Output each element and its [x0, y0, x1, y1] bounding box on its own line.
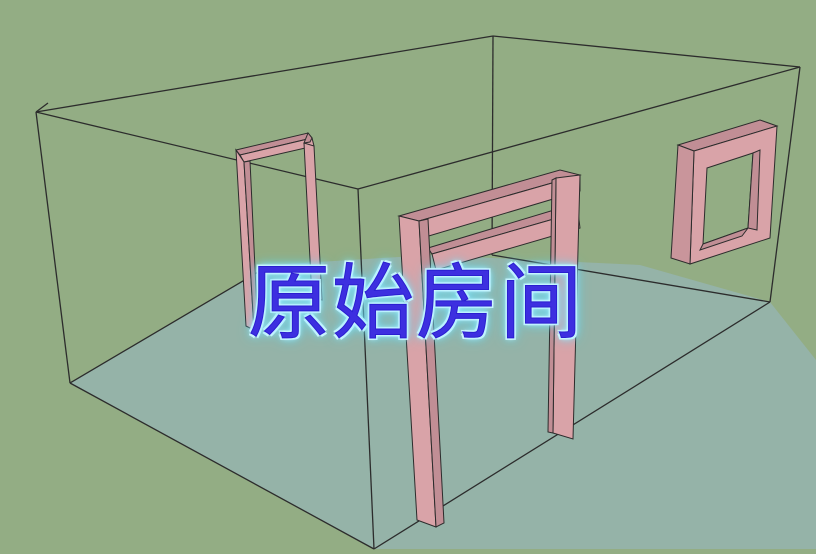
edge-tick	[35, 102, 49, 113]
edge-top-front	[357, 66, 801, 190]
edge-front-vertical	[357, 188, 375, 550]
window-frame-right	[670, 119, 779, 265]
caption-overlay: 原始房间	[248, 256, 585, 352]
door-frame-left	[235, 132, 323, 335]
edge-floor-left	[69, 382, 375, 550]
door-frame-front	[397, 169, 582, 528]
edge-top-back	[35, 35, 494, 113]
edge-back-vertical	[491, 35, 494, 256]
edge-top-left	[35, 111, 359, 190]
edge-top-right	[492, 35, 801, 68]
edge-floor-back-left	[69, 264, 271, 384]
edge-back-left-vertical	[35, 111, 71, 384]
edge-floor-back-right	[491, 254, 771, 303]
edge-right-vertical	[769, 66, 801, 303]
